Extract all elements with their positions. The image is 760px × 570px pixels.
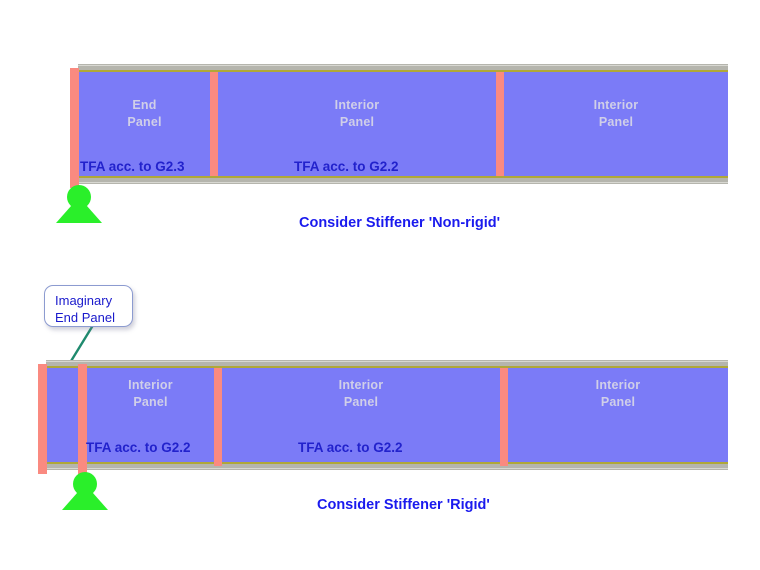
support-pin-2	[62, 472, 108, 512]
stiffener-end-left-2	[38, 364, 47, 474]
web-plate	[46, 368, 728, 462]
stiffener-intermediate-2b	[500, 368, 508, 466]
caption-rigid: Consider Stiffener 'Rigid'	[317, 497, 490, 513]
bottom-flange	[46, 462, 728, 470]
support-triangle-icon	[62, 484, 108, 510]
caption-non-rigid: Consider Stiffener 'Non-rigid'	[299, 215, 501, 231]
stiffener-intermediate-1b	[496, 72, 504, 176]
support-triangle-icon	[56, 197, 102, 223]
stiffener-imaginary-panel	[78, 364, 87, 474]
bottom-flange	[78, 176, 728, 184]
beam-non-rigid	[78, 64, 728, 184]
beam-rigid	[46, 360, 728, 470]
top-flange	[46, 360, 728, 368]
support-pin-1	[56, 185, 102, 225]
callout-imaginary-end-panel: Imaginary End Panel	[44, 285, 133, 327]
stiffener-end-left-1	[70, 68, 79, 188]
web-plate	[78, 72, 728, 176]
stiffener-intermediate-2a	[214, 368, 222, 466]
top-flange	[78, 64, 728, 72]
stiffener-intermediate-1a	[210, 72, 218, 176]
